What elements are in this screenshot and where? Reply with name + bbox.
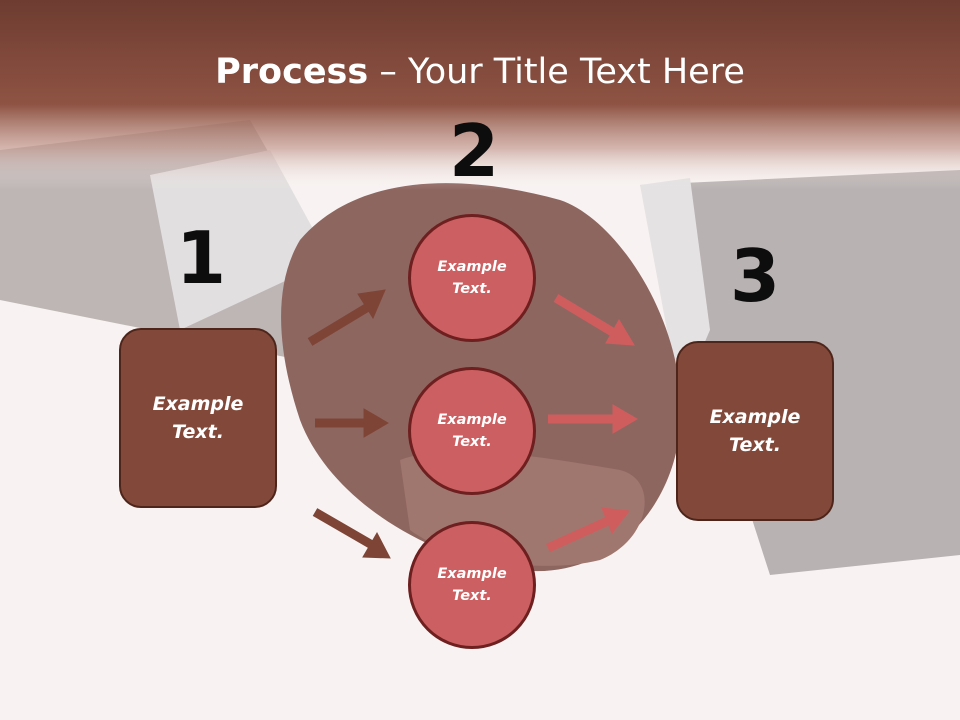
arrow-mid-right-head bbox=[612, 404, 638, 434]
right-arrows bbox=[546, 294, 638, 553]
step-3-label: Example Text. bbox=[709, 405, 801, 457]
left-arrows bbox=[307, 289, 391, 559]
arrow-up-right-shaft bbox=[546, 515, 612, 553]
arrow-up-left-head bbox=[357, 289, 386, 320]
step-2-circle-middle: Example Text. bbox=[408, 367, 536, 495]
slide-title: Process – Your Title Text Here bbox=[0, 52, 960, 92]
header-band bbox=[0, 0, 960, 190]
arrow-down-left-head bbox=[362, 531, 391, 559]
arrow-mid-left-head bbox=[363, 408, 389, 438]
step-2-circle-top: Example Text. bbox=[408, 214, 536, 342]
arrow-down-right-head bbox=[605, 319, 635, 346]
title-bold: Process bbox=[215, 52, 369, 92]
left-cuff-shape bbox=[150, 150, 330, 330]
step-number-3: 3 bbox=[730, 234, 781, 318]
arrow-down-right-shaft bbox=[553, 294, 617, 337]
step-3-box: Example Text. bbox=[676, 341, 834, 521]
arrow-up-left-shaft bbox=[307, 303, 371, 346]
step-2-circle-bottom: Example Text. bbox=[408, 521, 536, 649]
arrow-down-left-shaft bbox=[312, 508, 375, 549]
arrow-up-right-head bbox=[601, 507, 630, 534]
step-number-1: 1 bbox=[176, 216, 227, 300]
circle-top-label: Example Text. bbox=[437, 258, 507, 297]
step-1-box: Example Text. bbox=[119, 328, 277, 508]
step-1-label: Example Text. bbox=[152, 392, 244, 444]
circle-middle-label: Example Text. bbox=[437, 411, 507, 450]
step-number-2: 2 bbox=[449, 109, 500, 193]
circle-bottom-label: Example Text. bbox=[437, 565, 507, 604]
title-rest: – Your Title Text Here bbox=[368, 52, 745, 92]
